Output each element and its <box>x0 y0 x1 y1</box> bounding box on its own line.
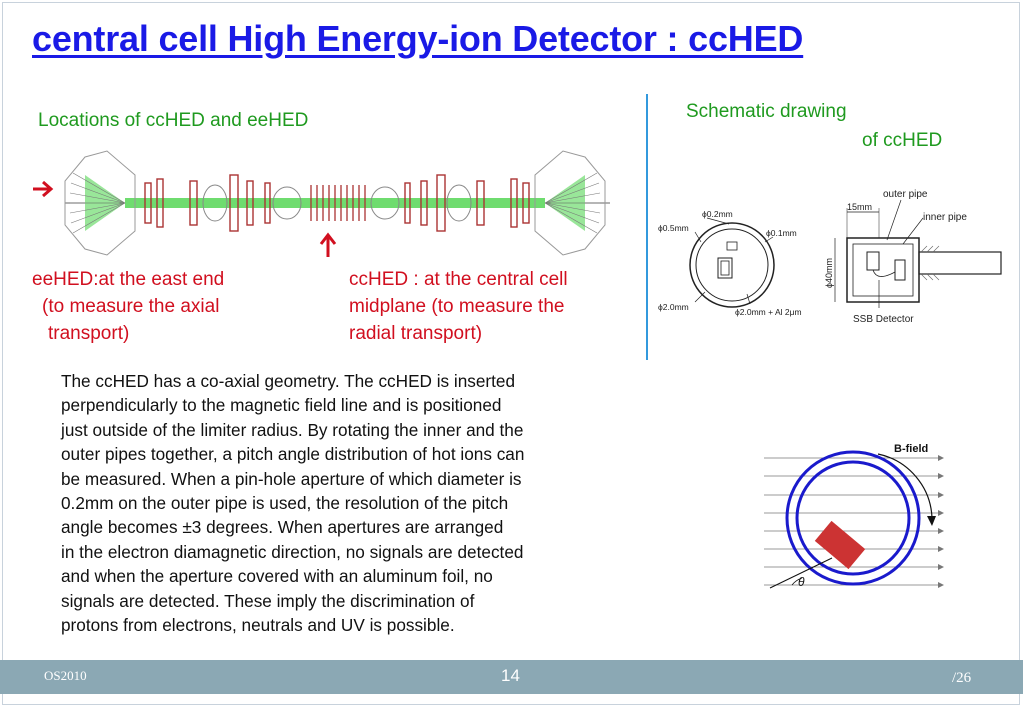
ssb-detector-label: SSB Detector <box>853 314 914 325</box>
bfield-diagram: θ B-field <box>764 443 944 589</box>
arrow-right-icon <box>33 180 54 198</box>
dim-40mm-label: ϕ40mm <box>824 258 834 288</box>
slide-title: central cell High Energy-ion Detector : … <box>32 18 804 59</box>
body-line: 0.2mm on the outer pipe is used, the res… <box>61 493 509 514</box>
eehed-label: eeHED:at the east end (to measure the ax… <box>32 266 224 347</box>
cched-line-2: midplane (to measure the <box>349 296 565 317</box>
body-line: signals are detected. These imply the di… <box>61 590 475 611</box>
body-line: outer pipes together, a pitch angle dist… <box>61 444 525 465</box>
footer-conference: OS2010 <box>44 668 87 683</box>
cched-schematic: ϕ0.2mm ϕ0.5mm ϕ0.1mm ϕ2.0mm ϕ2.0mm + Al … <box>658 189 1002 325</box>
schematic-label-line1: Schematic drawing <box>686 101 847 122</box>
body-line: perpendicularly to the magnetic field li… <box>61 395 502 416</box>
cched-label: ccHED : at the central cell midplane (to… <box>349 266 568 347</box>
eehed-line-3: transport) <box>48 323 130 344</box>
inner-pipe-label: inner pipe <box>923 212 967 223</box>
footer-bar <box>0 660 1023 694</box>
body-line: angle becomes ±3 degrees. When apertures… <box>61 517 504 538</box>
body-line: and when the aperture covered with an al… <box>61 566 493 587</box>
cched-line-3: radial transport) <box>349 323 483 344</box>
body-line: just outside of the limiter radius. By r… <box>61 419 524 440</box>
body-paragraph: The ccHED has a co-axial geometry. The c… <box>61 369 641 637</box>
body-line: protons from electrons, neutrals and UV … <box>61 615 455 636</box>
body-line: in the electron diamagnetic direction, n… <box>61 541 524 562</box>
schematic-label-line2: of ccHED <box>862 130 943 151</box>
eehed-line-2: (to measure the axial <box>42 296 220 317</box>
eehed-line-1: eeHED:at the east end <box>32 269 225 290</box>
phi-0-5-label: ϕ0.5mm <box>658 223 689 233</box>
locations-label: Locations of ccHED and eeHED <box>38 110 309 131</box>
body-line: be measured. When a pin-hole aperture of… <box>61 468 522 489</box>
theta-label: θ <box>798 575 805 589</box>
device-diagram <box>33 150 610 257</box>
column-divider <box>646 94 648 360</box>
dim-15mm-label: 15mm <box>847 202 872 212</box>
footer-page-total: /26 <box>952 670 972 686</box>
bfield-label: B-field <box>894 443 928 455</box>
arrow-up-icon <box>319 232 337 257</box>
outer-pipe-label: outer pipe <box>883 189 928 200</box>
phi-0-2-label: ϕ0.2mm <box>702 209 733 219</box>
phi-2-0-al-label: ϕ2.0mm + Al 2μm <box>735 307 802 317</box>
footer-page-number: 14 <box>501 666 520 685</box>
phi-0-1-label: ϕ0.1mm <box>766 228 797 238</box>
body-line: The ccHED has a co-axial geometry. The c… <box>61 371 516 391</box>
phi-2-0-label: ϕ2.0mm <box>658 302 689 312</box>
cched-line-1: ccHED : at the central cell <box>349 269 568 290</box>
